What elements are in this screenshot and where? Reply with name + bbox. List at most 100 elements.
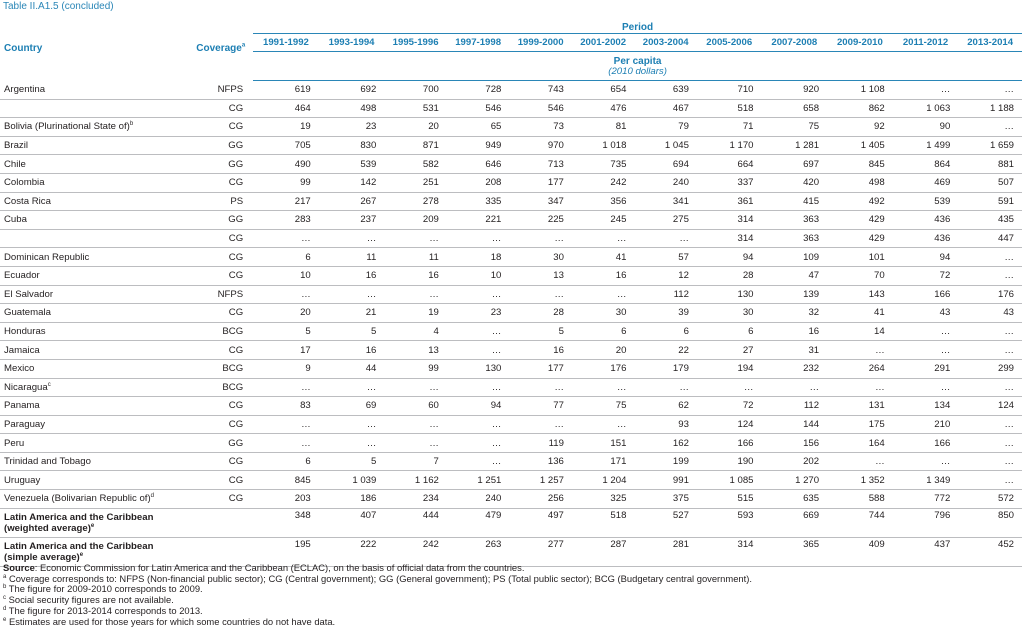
value-cell: 498 xyxy=(318,99,385,119)
value-cell: 539 xyxy=(318,154,385,174)
value-cell: … xyxy=(253,378,319,398)
value-cell: 10 xyxy=(446,266,510,286)
value-cell: 156 xyxy=(761,433,828,453)
value-cell: 646 xyxy=(446,154,510,174)
value-cell: 507 xyxy=(958,173,1022,193)
value-cell: 6 xyxy=(634,322,697,342)
value-cell: … xyxy=(892,340,959,360)
per-capita-header: Per capita (2010 dollars) xyxy=(253,51,1022,81)
value-cell: … xyxy=(958,266,1022,286)
value-cell: … xyxy=(509,285,572,305)
value-cell: 7 xyxy=(384,452,447,472)
value-cell: 217 xyxy=(253,192,319,212)
value-cell: 28 xyxy=(509,303,572,323)
coverage-cell: GG xyxy=(187,154,254,174)
country-cell: Paraguay xyxy=(0,415,188,435)
value-cell: 1 085 xyxy=(696,470,762,491)
year-header: 1997-1998 xyxy=(446,33,510,52)
country-cell: Nicaraguac xyxy=(0,378,188,398)
value-cell: … xyxy=(253,229,319,249)
country-cell xyxy=(0,99,188,119)
value-cell: 19 xyxy=(253,117,319,137)
coverage-cell: CG xyxy=(187,415,254,435)
value-cell: 275 xyxy=(634,210,697,230)
value-cell: 9 xyxy=(253,359,319,379)
period-header: Period xyxy=(253,16,1022,34)
value-cell: 705 xyxy=(253,136,319,156)
value-cell: 16 xyxy=(318,340,385,360)
value-cell: 991 xyxy=(634,470,697,491)
value-cell: 375 xyxy=(634,489,697,509)
country-cell: Venezuela (Bolivarian Republic of)d xyxy=(0,489,188,509)
year-header: 2009-2010 xyxy=(827,33,893,52)
country-cell: Colombia xyxy=(0,173,188,193)
value-cell: … xyxy=(958,322,1022,342)
value-cell: 176 xyxy=(958,285,1022,305)
value-cell: 119 xyxy=(509,433,572,453)
value-cell: 94 xyxy=(892,247,959,267)
value-cell: 658 xyxy=(761,99,828,119)
average-label: Latin America and the Caribbean(simple a… xyxy=(0,537,254,567)
value-cell: 162 xyxy=(634,433,697,453)
table-caption: Table II.A1.5 (concluded) xyxy=(3,1,114,12)
value-cell: 314 xyxy=(696,537,762,567)
value-cell: 1 659 xyxy=(958,136,1022,156)
coverage-cell: PS xyxy=(187,192,254,212)
country-cell: Uruguay xyxy=(0,470,188,491)
value-cell: 531 xyxy=(384,99,447,119)
value-cell: … xyxy=(509,415,572,435)
value-cell: 166 xyxy=(892,433,959,453)
value-cell: 177 xyxy=(509,359,572,379)
value-cell: 256 xyxy=(509,489,572,509)
value-cell: … xyxy=(696,378,762,398)
value-cell: 436 xyxy=(892,229,959,249)
value-cell: 314 xyxy=(696,229,762,249)
table-notes: Source: Economic Commission for Latin Am… xyxy=(3,562,752,627)
value-cell: … xyxy=(318,285,385,305)
value-cell: 796 xyxy=(892,508,959,538)
value-cell: 348 xyxy=(253,508,319,538)
value-cell: 242 xyxy=(384,537,447,567)
coverage-cell: GG xyxy=(187,136,254,156)
value-cell: 281 xyxy=(634,537,697,567)
value-cell: 1 257 xyxy=(509,470,572,491)
country-cell: Costa Rica xyxy=(0,192,188,212)
coverage-cell: BCG xyxy=(187,359,254,379)
value-cell: 278 xyxy=(384,192,447,212)
coverage-cell: CG xyxy=(187,489,254,509)
value-cell: … xyxy=(446,452,510,472)
value-cell: 18 xyxy=(446,247,510,267)
value-cell: 830 xyxy=(318,136,385,156)
value-cell: 99 xyxy=(253,173,319,193)
value-cell: 429 xyxy=(827,210,893,230)
value-cell: 142 xyxy=(318,173,385,193)
value-cell: 1 405 xyxy=(827,136,893,156)
value-cell: 245 xyxy=(571,210,635,230)
value-cell: 949 xyxy=(446,136,510,156)
value-cell: 970 xyxy=(509,136,572,156)
value-cell: 6 xyxy=(696,322,762,342)
value-cell: … xyxy=(958,470,1022,491)
value-cell: 130 xyxy=(696,285,762,305)
value-cell: … xyxy=(958,117,1022,137)
value-cell: 1 251 xyxy=(446,470,510,491)
coverage-cell: GG xyxy=(187,210,254,230)
value-cell: 16 xyxy=(318,266,385,286)
value-cell: 743 xyxy=(509,80,572,100)
value-cell: 69 xyxy=(318,396,385,416)
value-cell: 20 xyxy=(384,117,447,137)
value-cell: 240 xyxy=(446,489,510,509)
value-cell: … xyxy=(571,378,635,398)
value-cell: … xyxy=(827,452,893,472)
value-cell: … xyxy=(958,452,1022,472)
value-cell: 39 xyxy=(634,303,697,323)
country-cell: Dominican Republic xyxy=(0,247,188,267)
value-cell: 845 xyxy=(827,154,893,174)
